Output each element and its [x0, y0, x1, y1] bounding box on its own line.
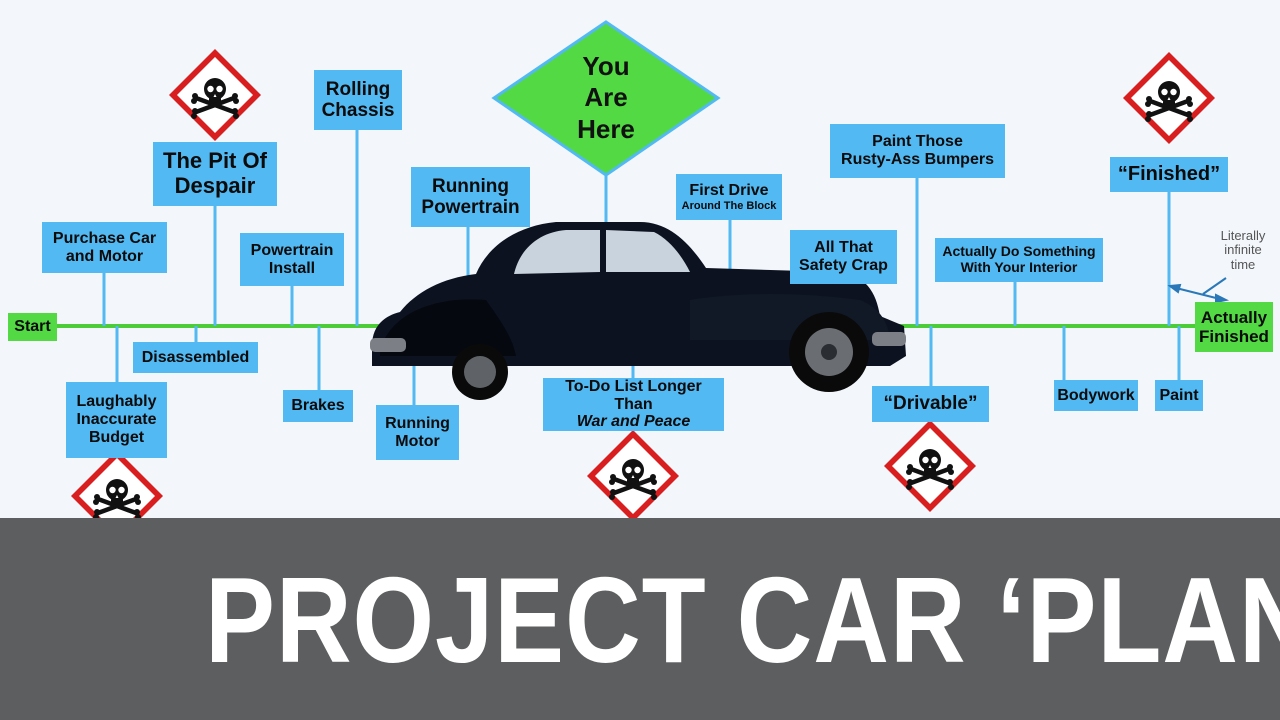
- hazard-icon: [587, 430, 679, 522]
- milestone-disassembled: Disassembled: [133, 342, 258, 373]
- you-are-here-label: You Are Here: [577, 51, 635, 144]
- hazard-icon: [1123, 52, 1215, 144]
- title-banner: [0, 518, 1280, 720]
- hazard-icon: [884, 420, 976, 512]
- start-label: Start: [8, 313, 57, 341]
- you-are-here-diamond: [491, 20, 721, 177]
- milestone-drivable: “Drivable”: [872, 386, 989, 422]
- milestone-brakes: Brakes: [283, 390, 353, 422]
- milestone-paint: Paint: [1155, 380, 1203, 411]
- banner-title: PROJECT CAR ‘PLAN’: [205, 552, 1280, 688]
- milestone-finished: “Finished”: [1110, 157, 1228, 192]
- milestone-bodywork: Bodywork: [1054, 380, 1138, 411]
- classic-car-image: [370, 222, 906, 400]
- hazard-icon: [169, 49, 261, 141]
